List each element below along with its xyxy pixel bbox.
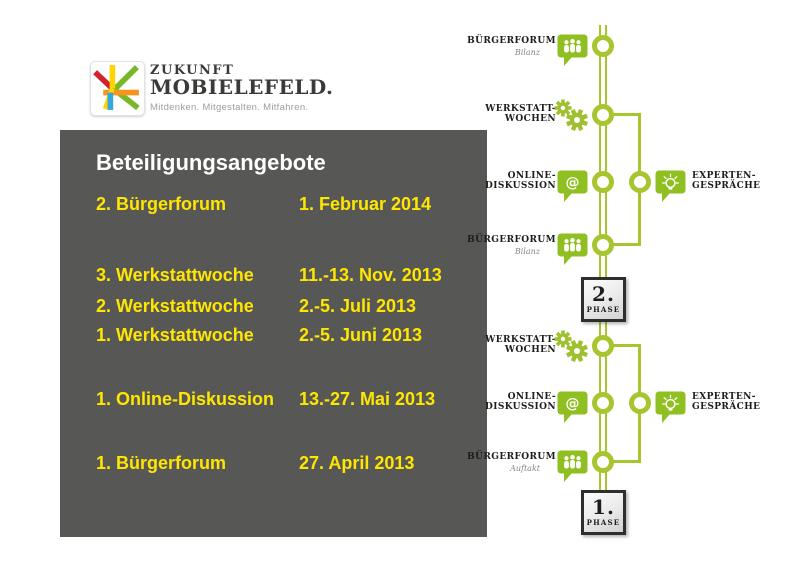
timeline-item-werkstattwochen-2: WERKSTATT- WOCHEN [485,335,556,355]
event-label: 2. Werkstattwoche [96,296,254,316]
schedule-row: 1. Online-Diskussion 13.-27. Mai 2013 [96,388,476,410]
event-date: 2.-5. Juli 2013 [299,296,417,316]
schedule-row: 1. Werkstattwoche 2.-5. Juni 2013 [96,324,476,346]
panel-title: Beteiligungsangebote [96,150,326,175]
logo-line2: MOBIELEFELD. [150,75,334,99]
timeline-node [592,104,614,126]
phase-number: 1. [592,495,615,519]
crossing-paths-logo-icon [90,61,145,116]
timeline-node [629,171,651,193]
timeline-item-buergerforum-bilanz-1: BÜRGERFORUM Bilanz [467,36,556,57]
at-bubble-icon: @ [557,170,588,208]
timeline-main-line [599,25,607,492]
event-date: 27. April 2013 [299,453,415,473]
phase-2-box: 2. PHASE [581,277,626,322]
event-label: 1. Online-Diskussion [96,389,275,409]
timeline-node [592,35,614,57]
timeline-item-online-diskussion-1: ONLINE- DISKUSSION [485,171,556,191]
at-bubble-icon: @ [557,391,588,429]
people-bubble-icon [557,233,588,271]
timeline-item-subtitle: Auftakt [510,463,540,473]
timeline-item-expertengespraeche-2: EXPERTEN- GESPRÄCHE [692,392,761,412]
gears-icon [551,330,589,367]
timeline-item-werkstattwochen-1: WERKSTATT- WOCHEN [485,104,556,124]
event-label: 1. Bürgerforum [96,453,227,473]
gears-icon [551,99,589,136]
schedule-row: 3. Werkstattwoche 11.-13. Nov. 2013 [96,264,476,286]
logo-wordmark: ZUKUNFT MOBIELEFELD. Mitdenken. Mitgesta… [150,64,333,113]
timeline-item-buergerforum-bilanz-2: BÜRGERFORUM Bilanz [467,235,556,256]
schedule-row: 2. Werkstattwoche 2.-5. Juli 2013 [96,295,476,317]
timeline-item-online-diskussion-2: ONLINE- DISKUSSION [485,392,556,412]
phase-word: PHASE [586,518,621,527]
lightbulb-bubble-icon [655,391,686,429]
svg-text:@: @ [566,175,580,191]
timeline-item-expertengespraeche-1: EXPERTEN- GESPRÄCHE [692,171,761,191]
timeline-item-buergerforum-auftakt: BÜRGERFORUM Auftakt [467,452,556,473]
people-bubble-icon [557,450,588,488]
svg-text:@: @ [566,396,580,412]
timeline-item-subtitle: Bilanz [514,47,540,57]
people-bubble-icon [557,34,588,72]
logo-tagline: Mitdenken. Mitgestalten. Mitfahren. [150,102,309,113]
timeline-node [592,234,614,256]
timeline-node [592,171,614,193]
timeline-node [592,335,614,357]
lightbulb-bubble-icon [655,170,686,208]
timeline-node [629,392,651,414]
event-label: 1. Werkstattwoche [96,325,254,345]
event-date: 13.-27. Mai 2013 [299,389,436,409]
event-date: 2.-5. Juni 2013 [299,325,423,345]
logo-line1: ZUKUNFT [150,63,235,78]
schedule-panel: Beteiligungsangebote 2. Bürgerforum 1. F… [60,130,487,537]
event-label: 2. Bürgerforum [96,194,227,214]
timeline-node [592,392,614,414]
timeline-item-subtitle: Bilanz [514,246,540,256]
phase-1-box: 1. PHASE [581,490,626,535]
event-date: 1. Februar 2014 [299,194,432,214]
schedule-row: 2. Bürgerforum 1. Februar 2014 [96,193,476,215]
event-label: 3. Werkstattwoche [96,265,254,285]
timeline-node [592,451,614,473]
phase-number: 2. [592,282,615,306]
schedule-row: 1. Bürgerforum 27. April 2013 [96,452,476,474]
phase-word: PHASE [586,305,621,314]
event-date: 11.-13. Nov. 2013 [299,265,442,285]
